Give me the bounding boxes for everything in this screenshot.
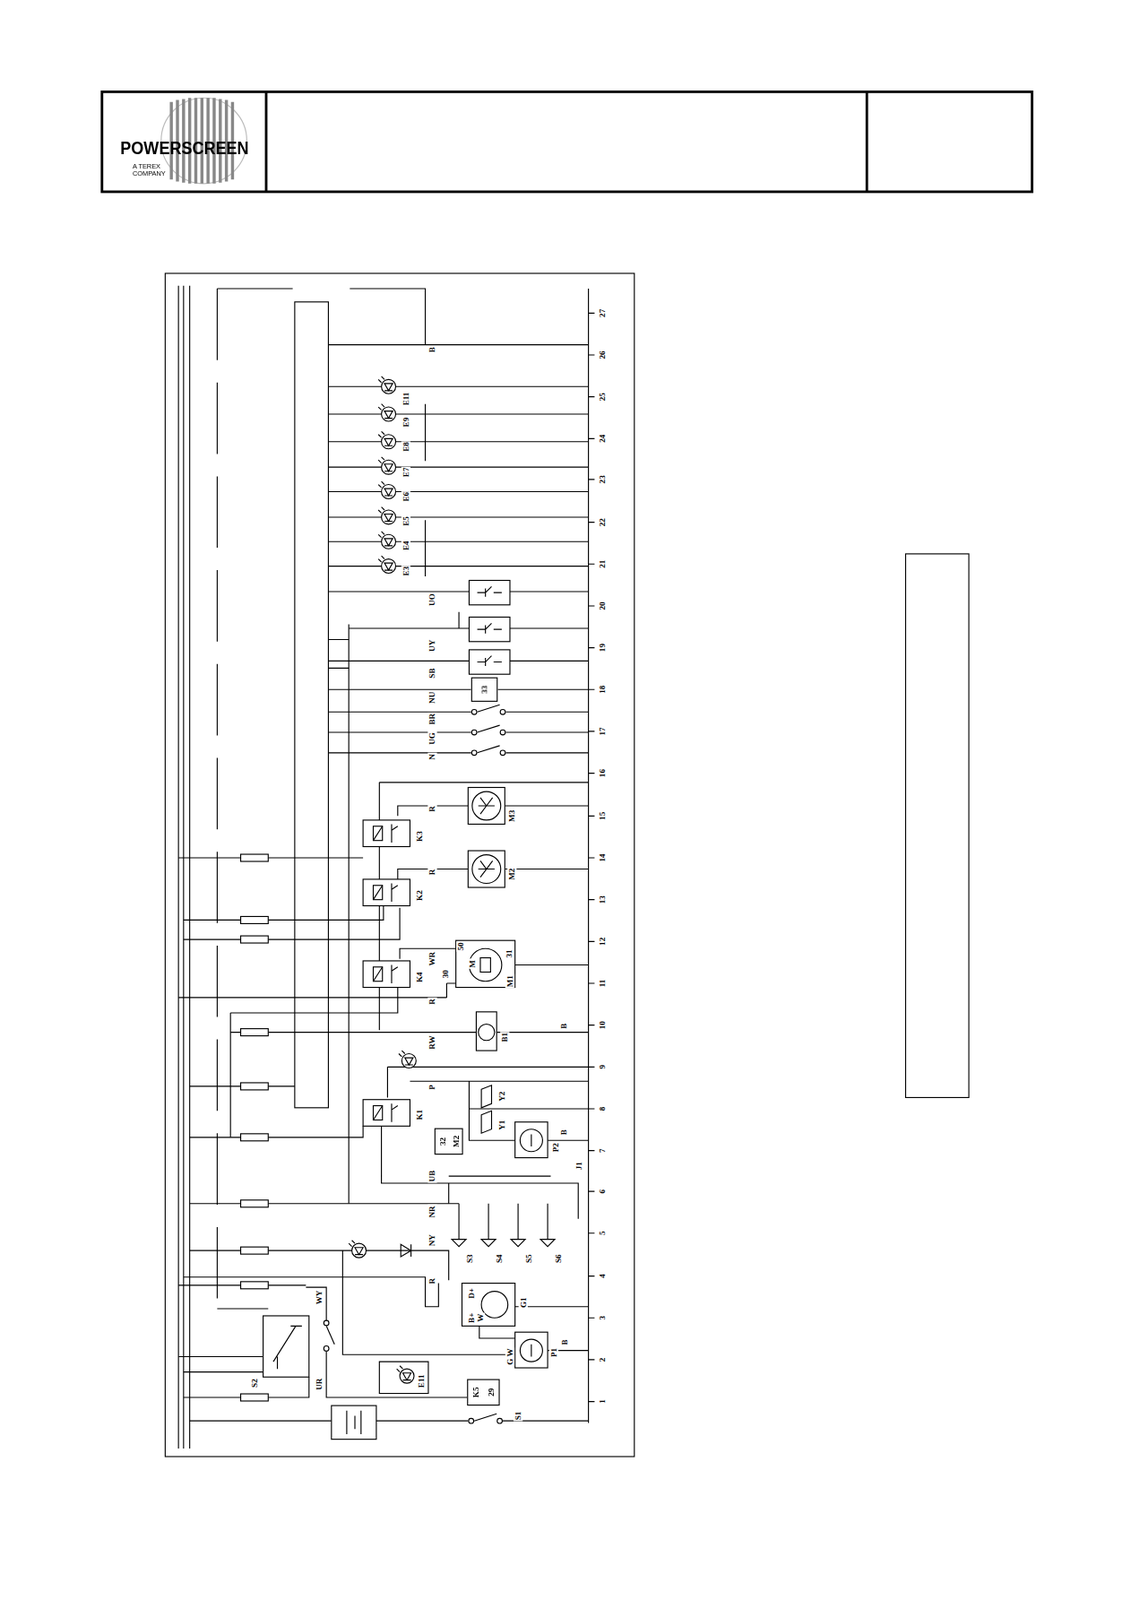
part-label: M1 <box>505 974 515 988</box>
column-number: 12 <box>597 936 607 947</box>
part-label: S2 <box>250 1377 260 1389</box>
column-number: 5 <box>597 1229 607 1236</box>
part-label: UO <box>427 592 437 607</box>
part-label: NU <box>427 690 437 705</box>
part-label: R <box>427 868 437 877</box>
column-number: 1 <box>597 1398 607 1405</box>
part-label: UB <box>427 1169 437 1183</box>
part-label: P1 <box>549 1346 559 1358</box>
column-number: 3 <box>597 1314 607 1321</box>
part-label: S1 <box>513 1410 523 1422</box>
column-number: 11 <box>597 978 607 989</box>
part-label: B <box>559 1128 569 1136</box>
part-label: E6 <box>401 491 411 503</box>
component-label: M2 <box>450 1135 460 1148</box>
part-label: B <box>559 1022 569 1030</box>
part-label: K1 <box>414 1108 424 1122</box>
part-label: K2 <box>414 889 424 902</box>
part-label: S3 <box>465 1252 475 1264</box>
part-label: N <box>427 752 437 761</box>
part-label: WY <box>314 1289 324 1306</box>
component-label: 33 <box>479 685 489 694</box>
part-label: B <box>560 1338 570 1346</box>
component-box: K5 29 <box>466 1379 500 1407</box>
part-label: M <box>467 958 477 969</box>
part-label: K3 <box>414 829 424 843</box>
part-label: B1 <box>500 1031 510 1044</box>
column-number: 19 <box>597 642 607 653</box>
logo-wordmark: POWERSCREEN <box>120 138 249 160</box>
part-label: E11 <box>401 390 411 406</box>
part-label: WR <box>427 950 437 967</box>
part-label: SB <box>427 666 437 679</box>
part-label: M3 <box>507 809 517 823</box>
part-label: S6 <box>553 1252 563 1264</box>
part-label: K4 <box>414 970 424 984</box>
part-label: P <box>427 1083 437 1091</box>
part-label: E5 <box>401 515 411 527</box>
part-label: NR <box>427 1204 437 1218</box>
part-label: J1 <box>574 1160 584 1171</box>
part-label: E9 <box>401 416 411 429</box>
component-box: 33 <box>471 677 499 702</box>
part-label: 30 <box>440 968 450 979</box>
column-number: 9 <box>597 1063 607 1071</box>
column-number: 18 <box>597 684 607 695</box>
part-label: E11 <box>416 1372 426 1389</box>
part-label: 31 <box>504 948 514 959</box>
part-label: UG <box>427 731 437 746</box>
column-number: 24 <box>597 433 607 444</box>
part-label: BR <box>427 712 437 726</box>
part-label: D+ <box>466 1286 476 1300</box>
part-label: S4 <box>494 1252 504 1264</box>
part-label: G W <box>505 1346 515 1366</box>
column-number: 25 <box>597 391 607 402</box>
part-label: R <box>427 804 437 813</box>
part-label: UR <box>314 1376 324 1391</box>
component-box: 32M2 <box>434 1128 464 1156</box>
part-label: E3 <box>401 565 411 578</box>
part-label: E4 <box>401 539 411 552</box>
column-number: 26 <box>597 349 607 360</box>
component-label: 29 <box>486 1388 496 1397</box>
column-number: 4 <box>597 1272 607 1279</box>
column-number: 7 <box>597 1147 607 1154</box>
column-number: 15 <box>597 811 607 821</box>
column-number: 6 <box>597 1188 607 1195</box>
part-label: S5 <box>524 1252 534 1264</box>
column-number: 17 <box>597 725 607 736</box>
component-label: 32 <box>437 1137 447 1146</box>
part-label: B <box>427 345 437 354</box>
part-label: 50 <box>456 941 466 951</box>
part-label: B+ <box>466 1311 476 1324</box>
part-label: E8 <box>401 440 411 453</box>
part-label: W <box>475 1312 485 1323</box>
part-label: RW <box>427 1034 437 1051</box>
part-label: Y1 <box>497 1118 507 1131</box>
part-label: R <box>427 997 437 1006</box>
column-number: 16 <box>597 768 607 778</box>
column-number: 13 <box>597 894 607 905</box>
column-number: 14 <box>597 852 607 863</box>
component-label: K5 <box>471 1386 481 1398</box>
part-label: NY <box>427 1233 437 1247</box>
column-number: 23 <box>597 474 607 484</box>
column-number: 8 <box>597 1105 607 1113</box>
column-number: 20 <box>597 600 607 611</box>
logo-tagline: A TEREX COMPANY <box>132 162 178 177</box>
part-label: P2 <box>551 1141 561 1153</box>
part-label: UY <box>427 638 437 653</box>
column-number: 21 <box>597 559 607 570</box>
column-number: 2 <box>597 1355 607 1363</box>
part-label: Y2 <box>497 1090 507 1103</box>
logo-cell: POWERSCREEN A TEREX COMPANY <box>103 94 265 190</box>
column-number: 27 <box>597 308 607 319</box>
part-label: E7 <box>401 466 411 478</box>
column-number: 10 <box>597 1019 607 1030</box>
part-label: R <box>427 1277 437 1286</box>
part-label: G1 <box>518 1295 528 1309</box>
part-label: M2 <box>507 867 517 881</box>
column-number: 22 <box>597 517 607 527</box>
